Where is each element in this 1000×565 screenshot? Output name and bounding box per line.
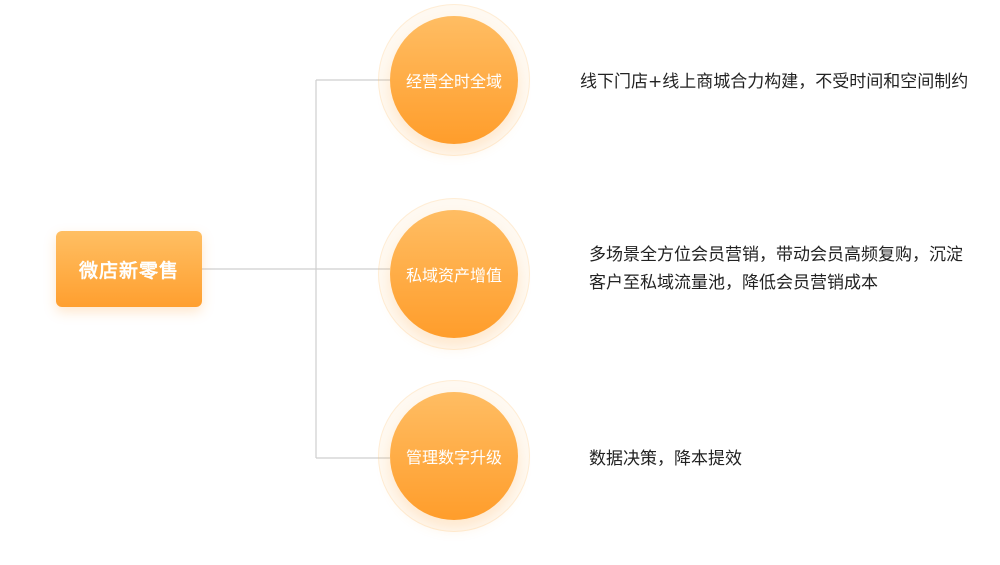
branch-2-title: 私域资产增值 <box>405 266 502 285</box>
branch-3-description: 数据决策，降本提效 <box>589 449 742 469</box>
branch-3-title: 管理数字升级 <box>405 448 502 467</box>
branch-2-node: 私域资产增值 <box>390 210 518 338</box>
branch-1-node: 经营全时全域 <box>390 16 518 144</box>
branch-1-title: 经营全时全域 <box>405 72 502 91</box>
root-node: 微店新零售 <box>56 231 202 307</box>
branch-3-node: 管理数字升级 <box>390 392 518 520</box>
branch-1-description: 线下门店+线上商城合力构建，不受时间和空间制约 <box>580 72 969 92</box>
root-node-label: 微店新零售 <box>78 259 179 282</box>
branch-2-description: 多场景全方位会员营销，带动会员高频复购，沉淀客户至私域流量池，降低会员营销成本 <box>589 245 963 293</box>
